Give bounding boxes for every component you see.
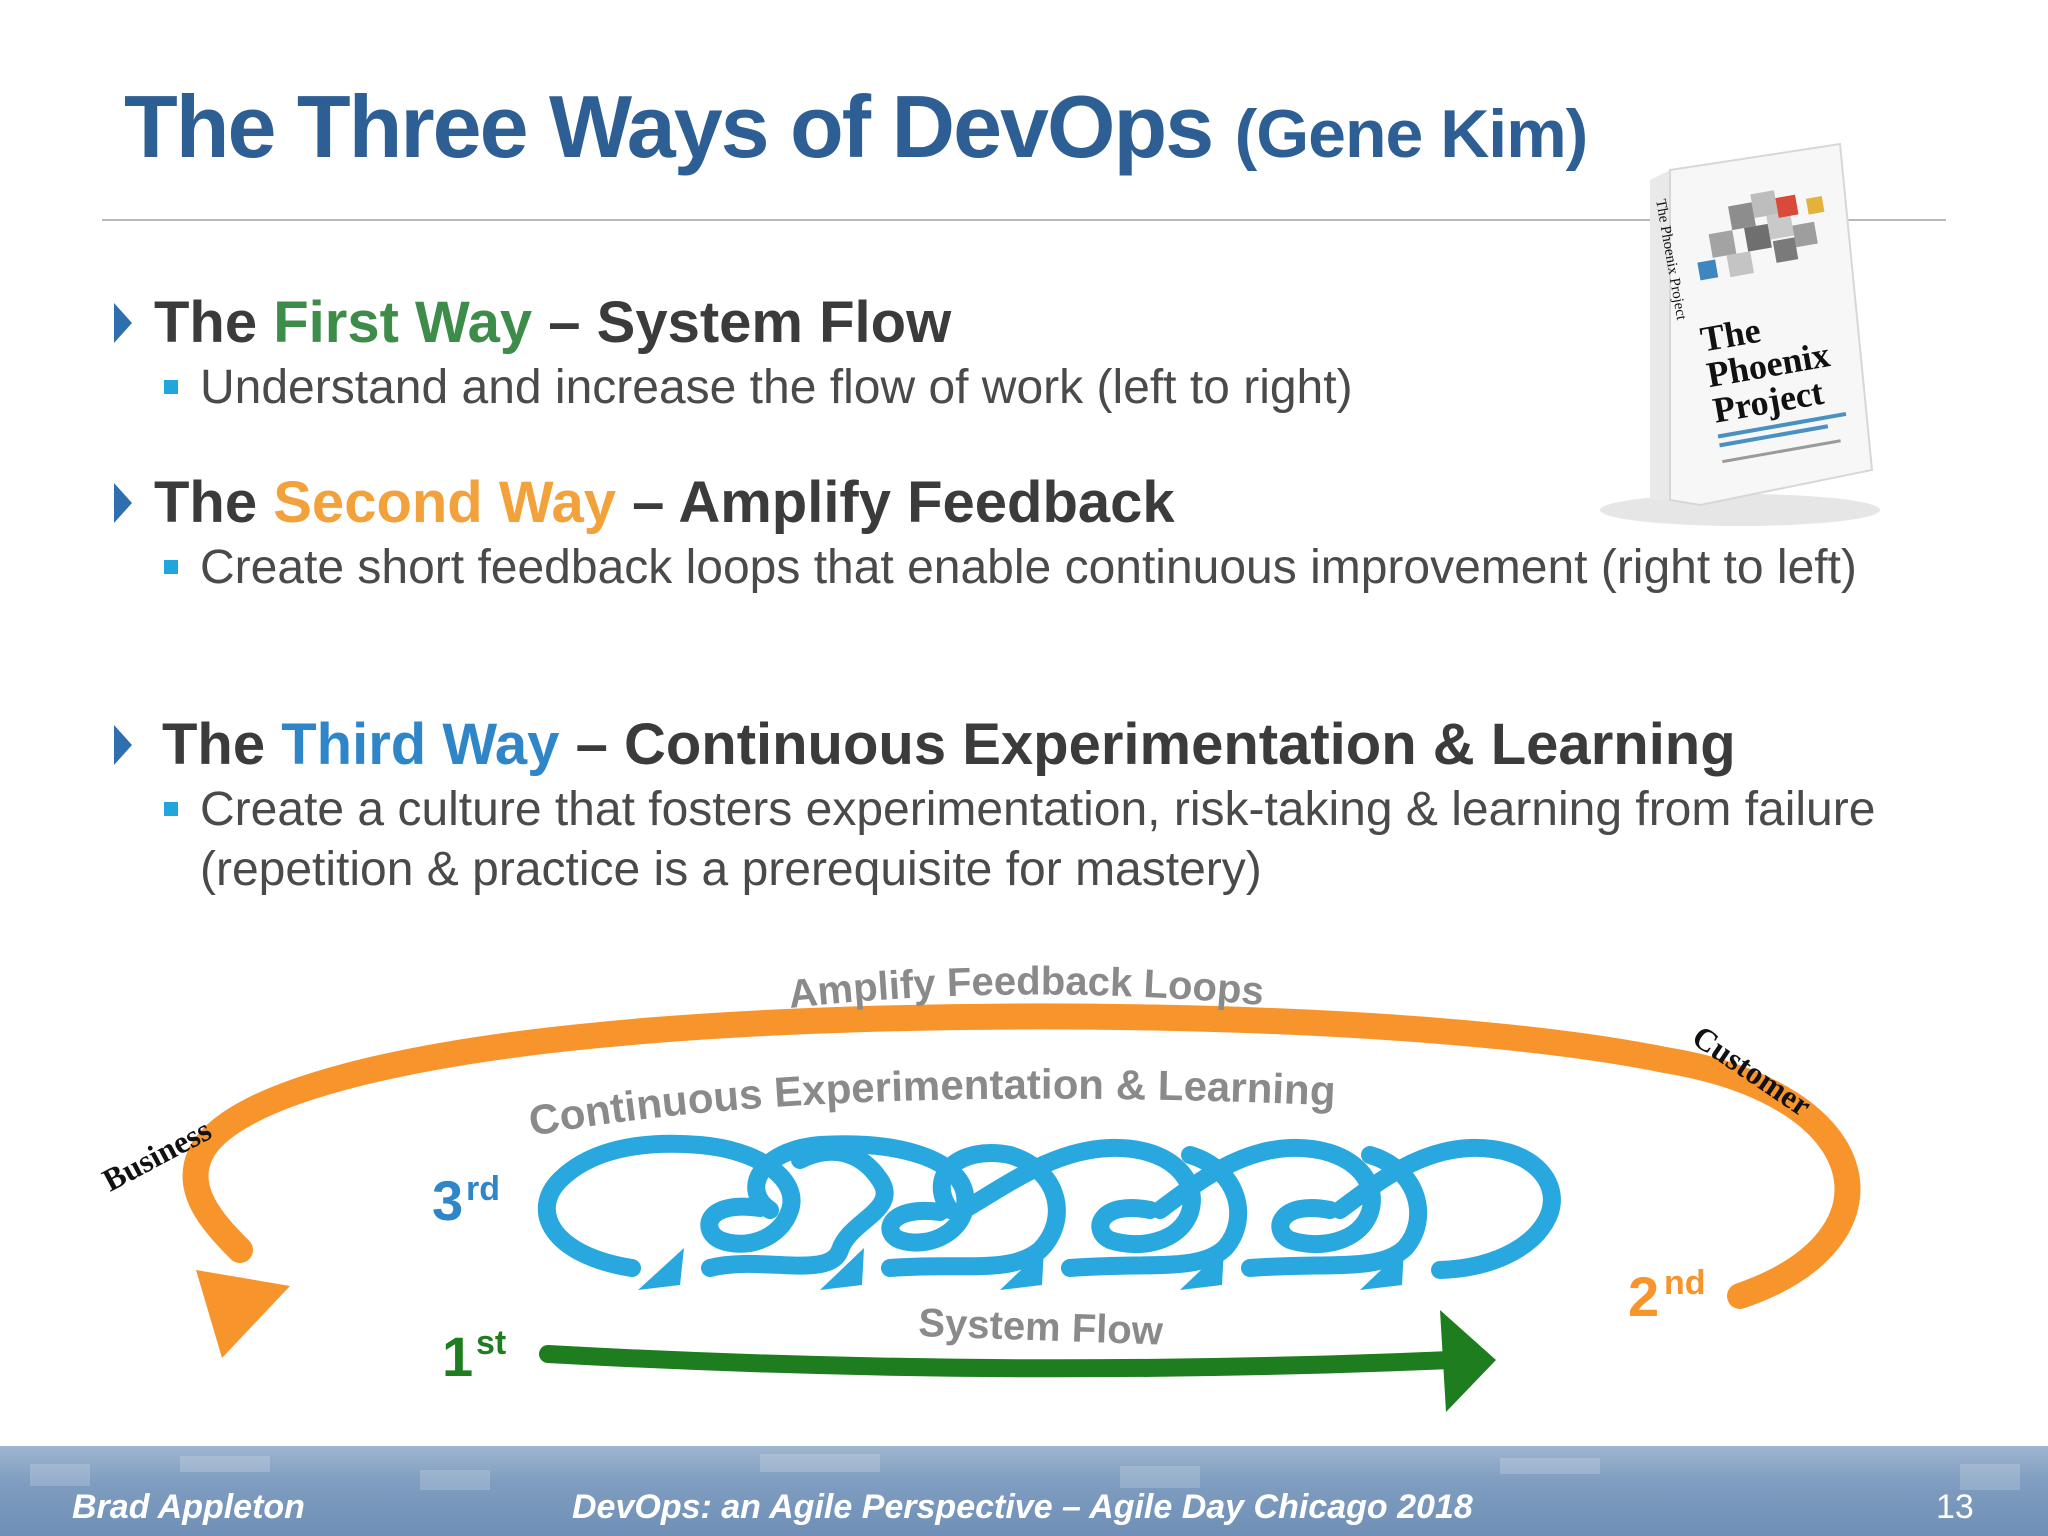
first-way-description: Understand and increase the flow of work… bbox=[110, 358, 1353, 418]
footer-talk-title: DevOps: an Agile Perspective – Agile Day… bbox=[572, 1488, 1473, 1526]
third-way-suffix: – Continuous Experimentation & Learning bbox=[575, 712, 1736, 777]
third-way-description: Create a culture that fosters experiment… bbox=[110, 780, 1900, 900]
triangle-bullet-icon bbox=[114, 483, 132, 523]
footer-author: Brad Appleton bbox=[72, 1488, 305, 1526]
second-way-heading: The Second Way – Amplify Feedback bbox=[110, 468, 1890, 538]
third-marker: 3 rd bbox=[432, 1169, 500, 1232]
square-bullet-icon bbox=[164, 380, 178, 394]
second-way-item: The Second Way – Amplify Feedback Create… bbox=[110, 468, 1890, 598]
svg-text:2: 2 bbox=[1628, 1265, 1659, 1328]
first-way-item: The First Way – System Flow Understand a… bbox=[110, 288, 1353, 418]
first-marker: 1 st bbox=[442, 1324, 506, 1388]
second-way-keyword: Second Way bbox=[273, 470, 616, 535]
phoenix-project-book-image: The Phoenix Project The Phoenix Project bbox=[1600, 142, 1880, 526]
first-way-prefix: The bbox=[154, 290, 258, 355]
square-bullet-icon bbox=[164, 802, 178, 816]
first-way-keyword: First Way bbox=[273, 290, 533, 355]
second-way-description: Create short feedback loops that enable … bbox=[110, 538, 1890, 598]
first-way-suffix: – System Flow bbox=[548, 290, 952, 355]
experimentation-label: Continuous Experimentation & Learning bbox=[525, 1061, 1336, 1145]
triangle-bullet-icon bbox=[114, 303, 132, 343]
triangle-bullet-icon bbox=[114, 725, 132, 765]
third-way-item: The Third Way – Continuous Experimentati… bbox=[110, 710, 1900, 900]
title-main: The Three Ways of DevOps bbox=[124, 77, 1214, 176]
second-way-prefix: The bbox=[154, 470, 258, 535]
third-way-text: Create a culture that fosters experiment… bbox=[200, 783, 1876, 896]
slide-footer: Brad Appleton DevOps: an Agile Perspecti… bbox=[0, 1446, 2048, 1536]
third-way-heading: The Third Way – Continuous Experimentati… bbox=[110, 710, 1900, 780]
title-subtitle: (Gene Kim) bbox=[1234, 96, 1589, 172]
svg-text:nd: nd bbox=[1664, 1264, 1706, 1302]
experimentation-loops bbox=[537, 1134, 1561, 1279]
svg-text:3: 3 bbox=[432, 1169, 463, 1232]
slide-title: The Three Ways of DevOps (Gene Kim) bbox=[124, 76, 1589, 178]
third-way-prefix: The bbox=[162, 712, 266, 777]
experimentation-arrowheads bbox=[638, 1248, 1404, 1290]
square-bullet-icon bbox=[164, 560, 178, 574]
second-marker: 2 nd bbox=[1628, 1264, 1706, 1328]
feedback-loop-arrow bbox=[182, 1003, 1861, 1309]
third-way-keyword: Third Way bbox=[281, 712, 560, 777]
title-divider bbox=[102, 219, 1946, 221]
second-way-suffix: – Amplify Feedback bbox=[632, 470, 1175, 535]
system-flow-arrow bbox=[539, 1345, 1459, 1378]
svg-text:1: 1 bbox=[442, 1325, 473, 1388]
footer-page-number: 13 bbox=[1936, 1488, 1974, 1526]
feedback-arrowhead-icon bbox=[196, 1270, 290, 1358]
second-way-text: Create short feedback loops that enable … bbox=[200, 541, 1857, 594]
system-flow-arrowhead-icon bbox=[1440, 1310, 1496, 1412]
system-flow-label: System Flow bbox=[918, 1301, 1165, 1354]
svg-text:rd: rd bbox=[466, 1170, 500, 1208]
first-way-heading: The First Way – System Flow bbox=[110, 288, 1353, 358]
three-ways-diagram: Amplify Feedback Loops Business Customer… bbox=[96, 959, 1861, 1412]
first-way-text: Understand and increase the flow of work… bbox=[200, 361, 1353, 414]
svg-text:st: st bbox=[476, 1324, 506, 1362]
